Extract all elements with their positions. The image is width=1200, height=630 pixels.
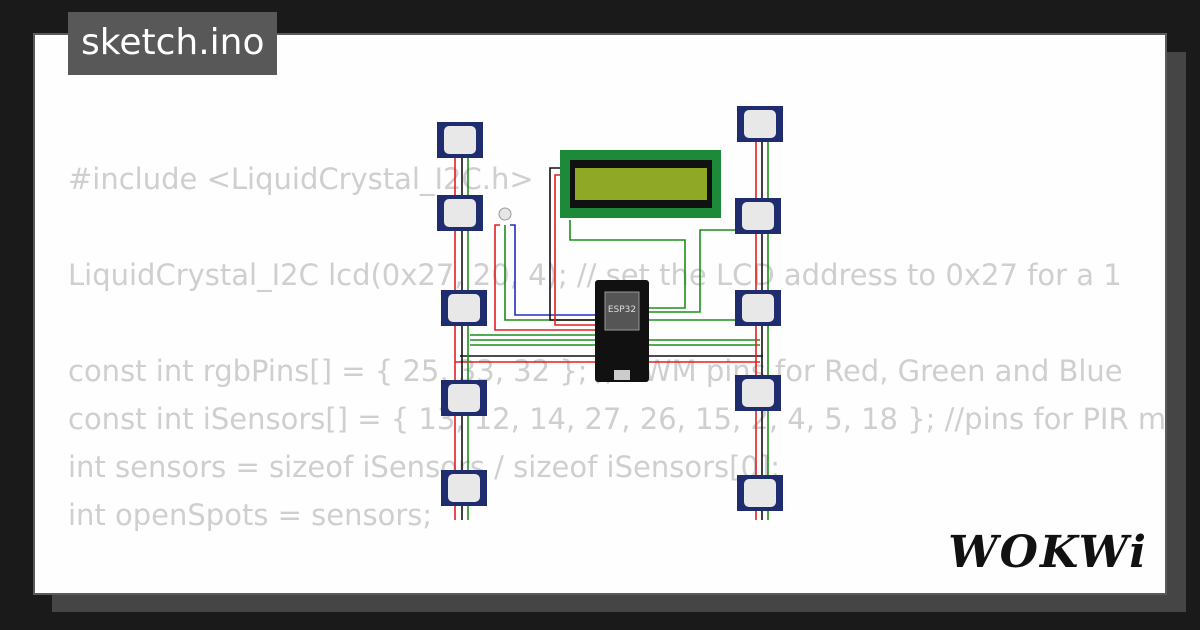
wire-red-led [494,224,600,331]
wire-lcd-black [549,167,600,321]
frame-shadow-bottom [52,595,1186,612]
code-line: int sensors = sizeof iSensors / sizeof i… [68,450,780,484]
pir-sensor [437,122,483,158]
code-line: LiquidCrystal_I2C lcd(0x27, 20, 4); // s… [68,258,1122,292]
frame-shadow-right [1166,52,1186,612]
wokwi-logo: WOKWi [948,527,1148,578]
code-line: int openSpots = sensors; [68,498,433,532]
mcu-label: ESP32 [608,305,636,315]
pir-sensor [735,290,781,326]
code-preview: #include <LiquidCrystal_I2C.h> LiquidCrys… [68,155,1167,593]
pir-sensor [441,470,487,506]
pir-sensor [441,380,487,416]
pir-sensor [735,198,781,234]
pir-sensor [441,290,487,326]
pir-sensor [737,475,783,511]
esp32-board: ESP32 [595,280,649,382]
pir-sensor [737,106,783,142]
pir-sensor [735,375,781,411]
editor-card: #include <LiquidCrystal_I2C.h> LiquidCrys… [33,33,1167,595]
wire-lcd-green [569,220,686,309]
lcd-display [560,150,721,218]
pir-sensor [437,195,483,231]
wire-blue-led [510,224,600,316]
rgb-led [498,207,512,221]
code-line: #include <LiquidCrystal_I2C.h> [68,162,534,196]
file-name-tab[interactable]: sketch.ino [68,12,278,75]
code-line: const int iSensors[] = { 13, 12, 14, 27,… [68,402,1167,436]
